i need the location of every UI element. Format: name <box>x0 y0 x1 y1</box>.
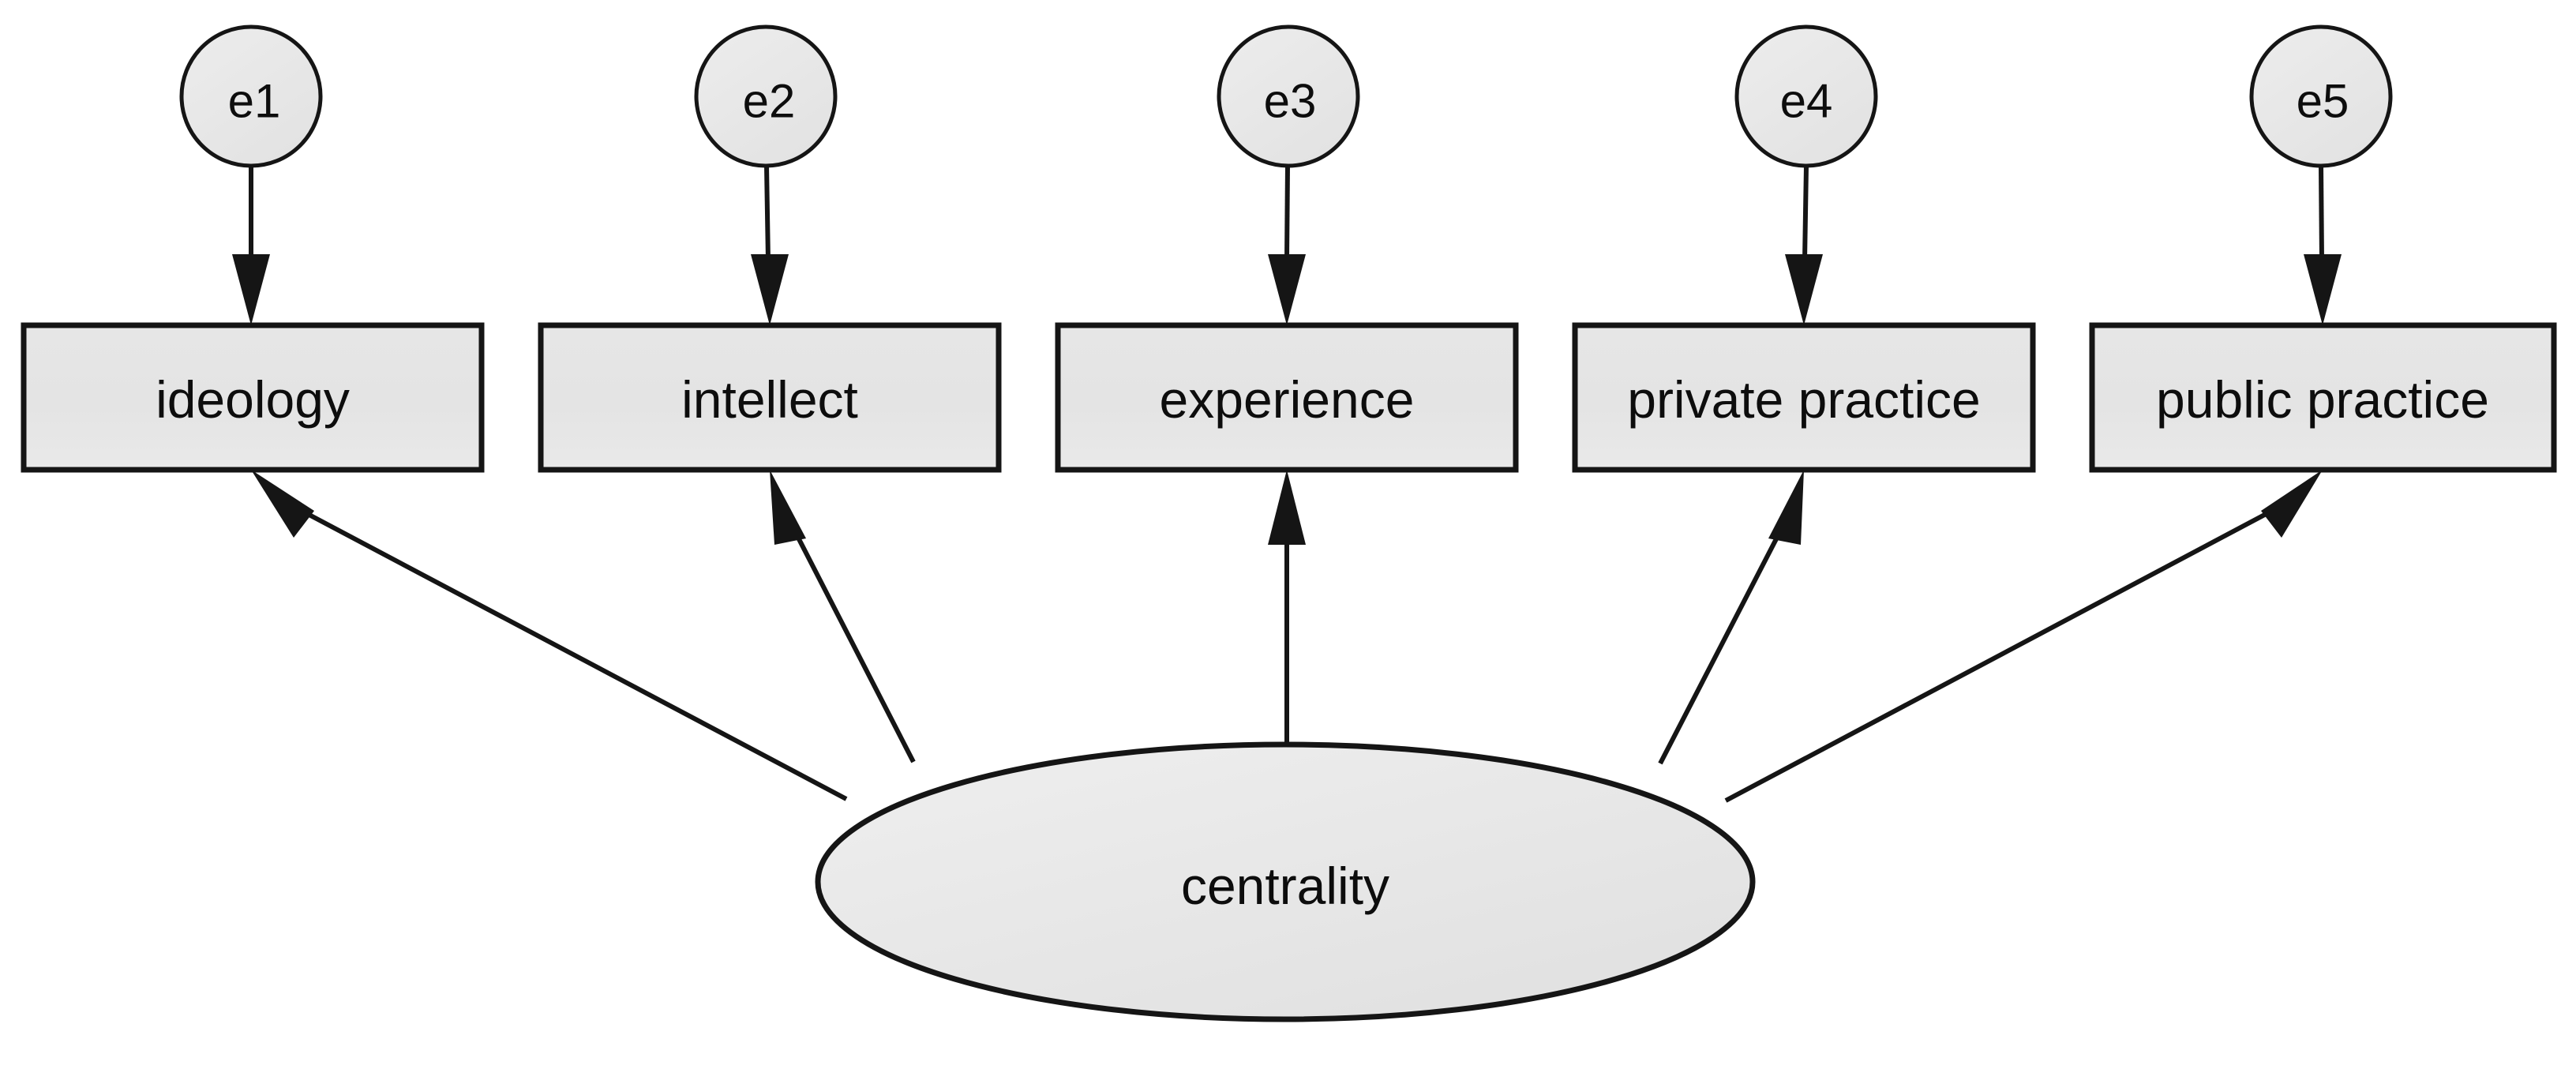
indicator-rect-intellect[interactable] <box>538 322 1002 473</box>
error-circle-e3[interactable] <box>1217 24 1360 168</box>
arrow-head-e3-experience <box>1268 254 1306 325</box>
error-node-e4[interactable]: e4 <box>1734 24 1878 168</box>
indicator-label-private-practice: private practice <box>1627 370 1981 429</box>
indicator-node-intellect[interactable]: intellect <box>538 322 1002 473</box>
indicator-node-public-practice[interactable]: public practice <box>2089 322 2557 473</box>
indicator-rect-ideology[interactable] <box>21 322 485 473</box>
indicator-rect-public-practice[interactable] <box>2089 322 2557 473</box>
error-circle-e2[interactable] <box>694 24 838 168</box>
arrow-head-e4-private-practice <box>1785 254 1823 325</box>
edge-centrality-to-intellect <box>770 470 916 763</box>
arrow-head-centrality-ideology <box>251 470 314 538</box>
indicator-label-experience: experience <box>1160 370 1415 429</box>
error-circle-e1[interactable] <box>179 24 323 168</box>
error-label-e2: e2 <box>743 75 796 128</box>
error-label-e5: e5 <box>2297 75 2349 128</box>
edge-e4-to-private-practice <box>1785 165 1823 325</box>
arrow-head-centrality-private-practice <box>1768 470 1804 545</box>
arrow-head-e5-public-practice <box>2304 254 2342 325</box>
arrow-head-e1-ideology <box>232 254 270 325</box>
arrow-head-centrality-public-practice <box>2261 470 2323 538</box>
edge-e3-to-experience <box>1268 165 1306 325</box>
edge-centrality-to-experience <box>1268 470 1306 745</box>
edge-centrality-to-public-practice <box>1724 470 2323 803</box>
edge-line-e2-intellect <box>764 165 771 261</box>
edge-centrality-to-private-practice <box>1658 470 1804 765</box>
arrow-head-centrality-intellect <box>770 470 806 545</box>
indicator-label-intellect: intellect <box>681 370 858 429</box>
error-node-e1[interactable]: e1 <box>179 24 323 168</box>
edge-e1-to-ideology <box>232 166 270 325</box>
error-label-e3: e3 <box>1264 75 1317 128</box>
error-node-e3[interactable]: e3 <box>1217 24 1360 168</box>
edge-line-e4-private-practice <box>1802 165 1809 261</box>
latent-ellipse-shape[interactable] <box>815 741 1756 1022</box>
edge-centrality-to-ideology <box>251 470 848 801</box>
indicator-node-experience[interactable]: experience <box>1055 322 1519 473</box>
edge-e5-to-public-practice <box>2304 165 2342 325</box>
latent-node-centrality[interactable]: centrality <box>815 741 1756 1022</box>
error-node-e5[interactable]: e5 <box>2249 24 2393 168</box>
indicator-label-public-practice: public practice <box>2156 370 2489 429</box>
edge-line-e5-public-practice <box>2319 165 2324 261</box>
edge-group-errors-to-indicators <box>232 165 2342 325</box>
error-circle-e4[interactable] <box>1734 24 1878 168</box>
edge-e2-to-intellect <box>751 165 789 325</box>
indicator-label-ideology: ideology <box>156 370 350 429</box>
edge-line-centrality-public-practice <box>1724 495 2299 803</box>
indicator-node-private-practice[interactable]: private practice <box>1572 322 2036 473</box>
edge-line-e3-experience <box>1284 165 1290 261</box>
latent-label-centrality: centrality <box>1181 857 1389 915</box>
indicator-node-ideology[interactable]: ideology <box>21 322 485 473</box>
indicator-rect-experience[interactable] <box>1055 322 1519 473</box>
edge-group-latent-to-indicators <box>251 470 2323 803</box>
error-label-e1: e1 <box>228 75 281 128</box>
edge-line-centrality-ideology <box>275 495 848 801</box>
arrow-head-e2-intellect <box>751 254 789 325</box>
error-circle-e5[interactable] <box>2249 24 2393 168</box>
error-label-e4: e4 <box>1780 75 1833 128</box>
edge-line-centrality-private-practice <box>1658 504 1796 765</box>
edge-line-centrality-intellect <box>779 504 916 763</box>
indicator-rect-private-practice[interactable] <box>1572 322 2036 473</box>
error-node-e2[interactable]: e2 <box>694 24 838 168</box>
arrow-head-centrality-experience <box>1268 470 1306 545</box>
